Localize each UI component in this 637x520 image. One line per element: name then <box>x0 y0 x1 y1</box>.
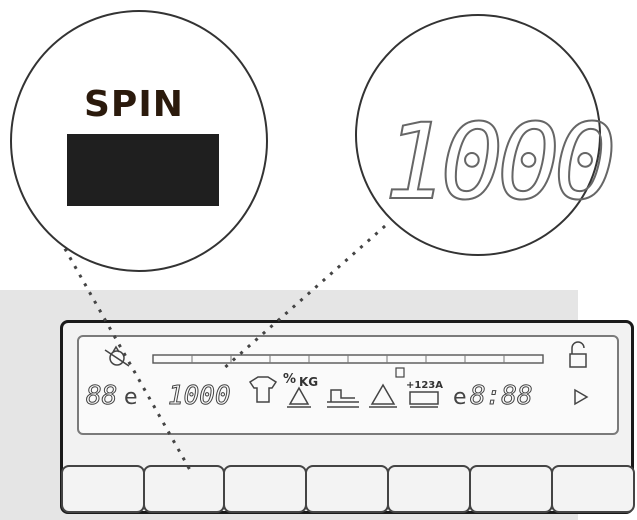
program-button-4[interactable] <box>305 465 389 513</box>
start-icon <box>574 388 589 406</box>
rinse-icon <box>327 389 359 408</box>
weight-unit-label: KG <box>299 375 318 389</box>
program-button-2[interactable] <box>143 465 225 513</box>
program-button-5[interactable] <box>387 465 471 513</box>
timer-icon: e <box>453 385 467 410</box>
tray-icon <box>409 391 439 408</box>
speed-callout-value: 1000 <box>384 101 612 223</box>
lcd-display <box>77 335 619 435</box>
warning-icon <box>369 383 397 408</box>
percent-label: % <box>283 372 296 387</box>
spin-pointer-line <box>58 239 192 471</box>
child-lock-icon <box>104 345 130 367</box>
shirt-icon <box>248 376 278 403</box>
program-button-7[interactable] <box>551 465 635 513</box>
spin-display-box <box>67 134 219 206</box>
speed-callout-circle <box>355 14 601 256</box>
button-row <box>61 465 635 517</box>
lcd-spin-speed: 1000 <box>168 381 231 411</box>
detergent-icon <box>395 367 405 378</box>
control-panel <box>60 320 635 517</box>
program-button-6[interactable] <box>469 465 553 513</box>
program-button-1[interactable] <box>61 465 145 513</box>
temperature-icon: e <box>124 385 138 410</box>
step-label: +123A <box>406 380 443 391</box>
lcd-left-digits: 88 <box>86 381 117 411</box>
speed-pointer-line <box>221 224 386 372</box>
progress-track <box>152 354 544 364</box>
door-lock-icon <box>569 341 587 368</box>
lcd-time: 8:88 <box>470 381 533 411</box>
weight-triangle-icon <box>287 386 311 408</box>
spin-label: SPIN <box>84 84 184 125</box>
